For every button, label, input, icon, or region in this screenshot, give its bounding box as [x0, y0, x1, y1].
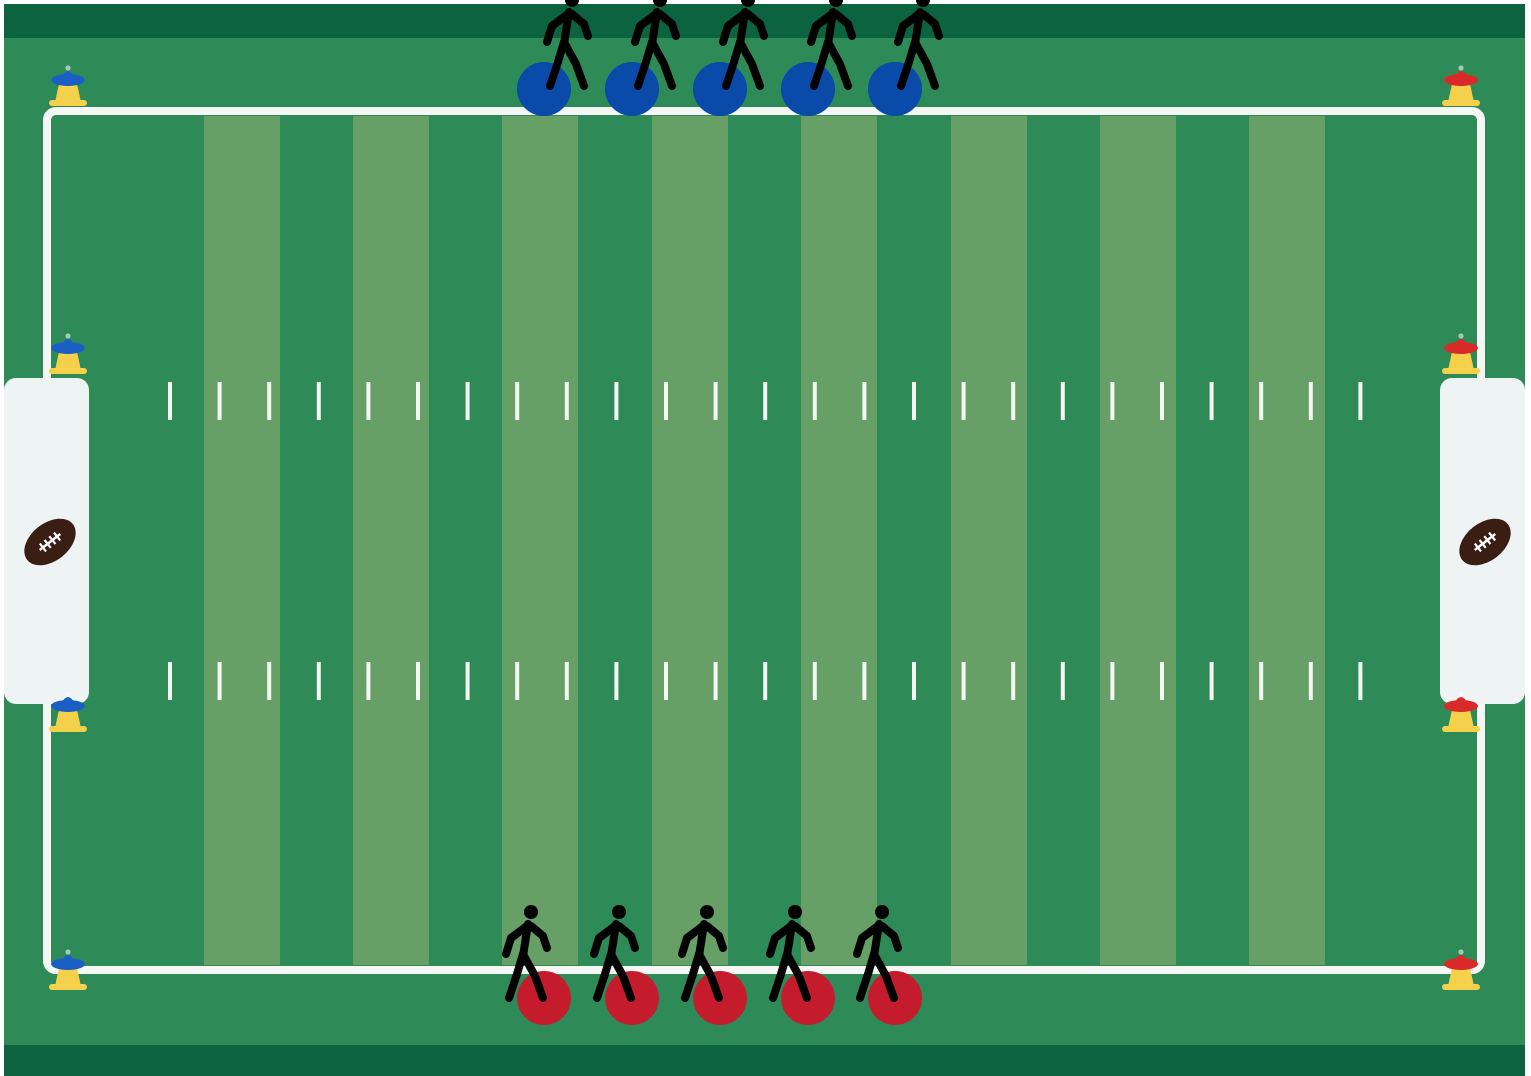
hash-mark-upper: [1011, 382, 1015, 420]
hash-mark-lower: [1110, 662, 1114, 700]
hash-mark-lower: [1259, 662, 1263, 700]
hash-mark-upper: [714, 382, 718, 420]
grass-stripe: [502, 116, 578, 965]
hash-mark-lower: [664, 662, 668, 700]
hash-mark-upper: [1061, 382, 1065, 420]
hash-mark-upper: [1259, 382, 1263, 420]
team-marker-blue: [868, 62, 922, 116]
hash-mark-lower: [962, 662, 966, 700]
hash-mark-upper: [565, 382, 569, 420]
hash-mark-lower: [714, 662, 718, 700]
team-marker-blue: [693, 62, 747, 116]
hash-mark-lower: [1061, 662, 1065, 700]
hash-mark-lower: [1309, 662, 1313, 700]
hash-mark-lower: [466, 662, 470, 700]
grass-stripe: [204, 116, 280, 965]
hash-mark-lower: [416, 662, 420, 700]
hash-mark-lower: [763, 662, 767, 700]
bottom-border-band: [4, 1045, 1525, 1076]
hash-mark-lower: [912, 662, 916, 700]
hash-mark-upper: [168, 382, 172, 420]
hash-mark-lower: [218, 662, 222, 700]
hash-mark-upper: [1110, 382, 1114, 420]
hash-mark-upper: [1210, 382, 1214, 420]
hash-mark-lower: [1011, 662, 1015, 700]
hash-mark-upper: [1160, 382, 1164, 420]
team-marker-blue: [605, 62, 659, 116]
grass-stripe: [1100, 116, 1176, 965]
hash-mark-lower: [366, 662, 370, 700]
grass-stripe: [652, 116, 728, 965]
hash-mark-lower: [1358, 662, 1362, 700]
grass-stripe: [353, 116, 429, 965]
hash-mark-upper: [267, 382, 271, 420]
hash-mark-upper: [1309, 382, 1313, 420]
team-marker-blue: [517, 62, 571, 116]
hash-mark-upper: [416, 382, 420, 420]
hash-mark-lower: [168, 662, 172, 700]
hash-mark-lower: [813, 662, 817, 700]
team-marker-blue: [781, 62, 835, 116]
hash-mark-upper: [614, 382, 618, 420]
hash-mark-upper: [1358, 382, 1362, 420]
hash-mark-upper: [962, 382, 966, 420]
hash-mark-upper: [813, 382, 817, 420]
hash-mark-upper: [763, 382, 767, 420]
hash-mark-upper: [912, 382, 916, 420]
grass-stripe: [1249, 116, 1325, 965]
hash-mark-upper: [862, 382, 866, 420]
hash-mark-lower: [317, 662, 321, 700]
grass-stripe: [951, 116, 1027, 965]
hash-mark-upper: [366, 382, 370, 420]
hash-mark-lower: [1210, 662, 1214, 700]
hash-mark-lower: [267, 662, 271, 700]
hash-mark-upper: [317, 382, 321, 420]
hash-mark-upper: [466, 382, 470, 420]
hash-mark-upper: [218, 382, 222, 420]
hash-mark-lower: [565, 662, 569, 700]
hash-mark-lower: [862, 662, 866, 700]
hash-mark-upper: [515, 382, 519, 420]
hash-mark-lower: [614, 662, 618, 700]
hash-mark-lower: [515, 662, 519, 700]
grass-stripe: [801, 116, 877, 965]
hash-mark-upper: [664, 382, 668, 420]
hash-mark-lower: [1160, 662, 1164, 700]
